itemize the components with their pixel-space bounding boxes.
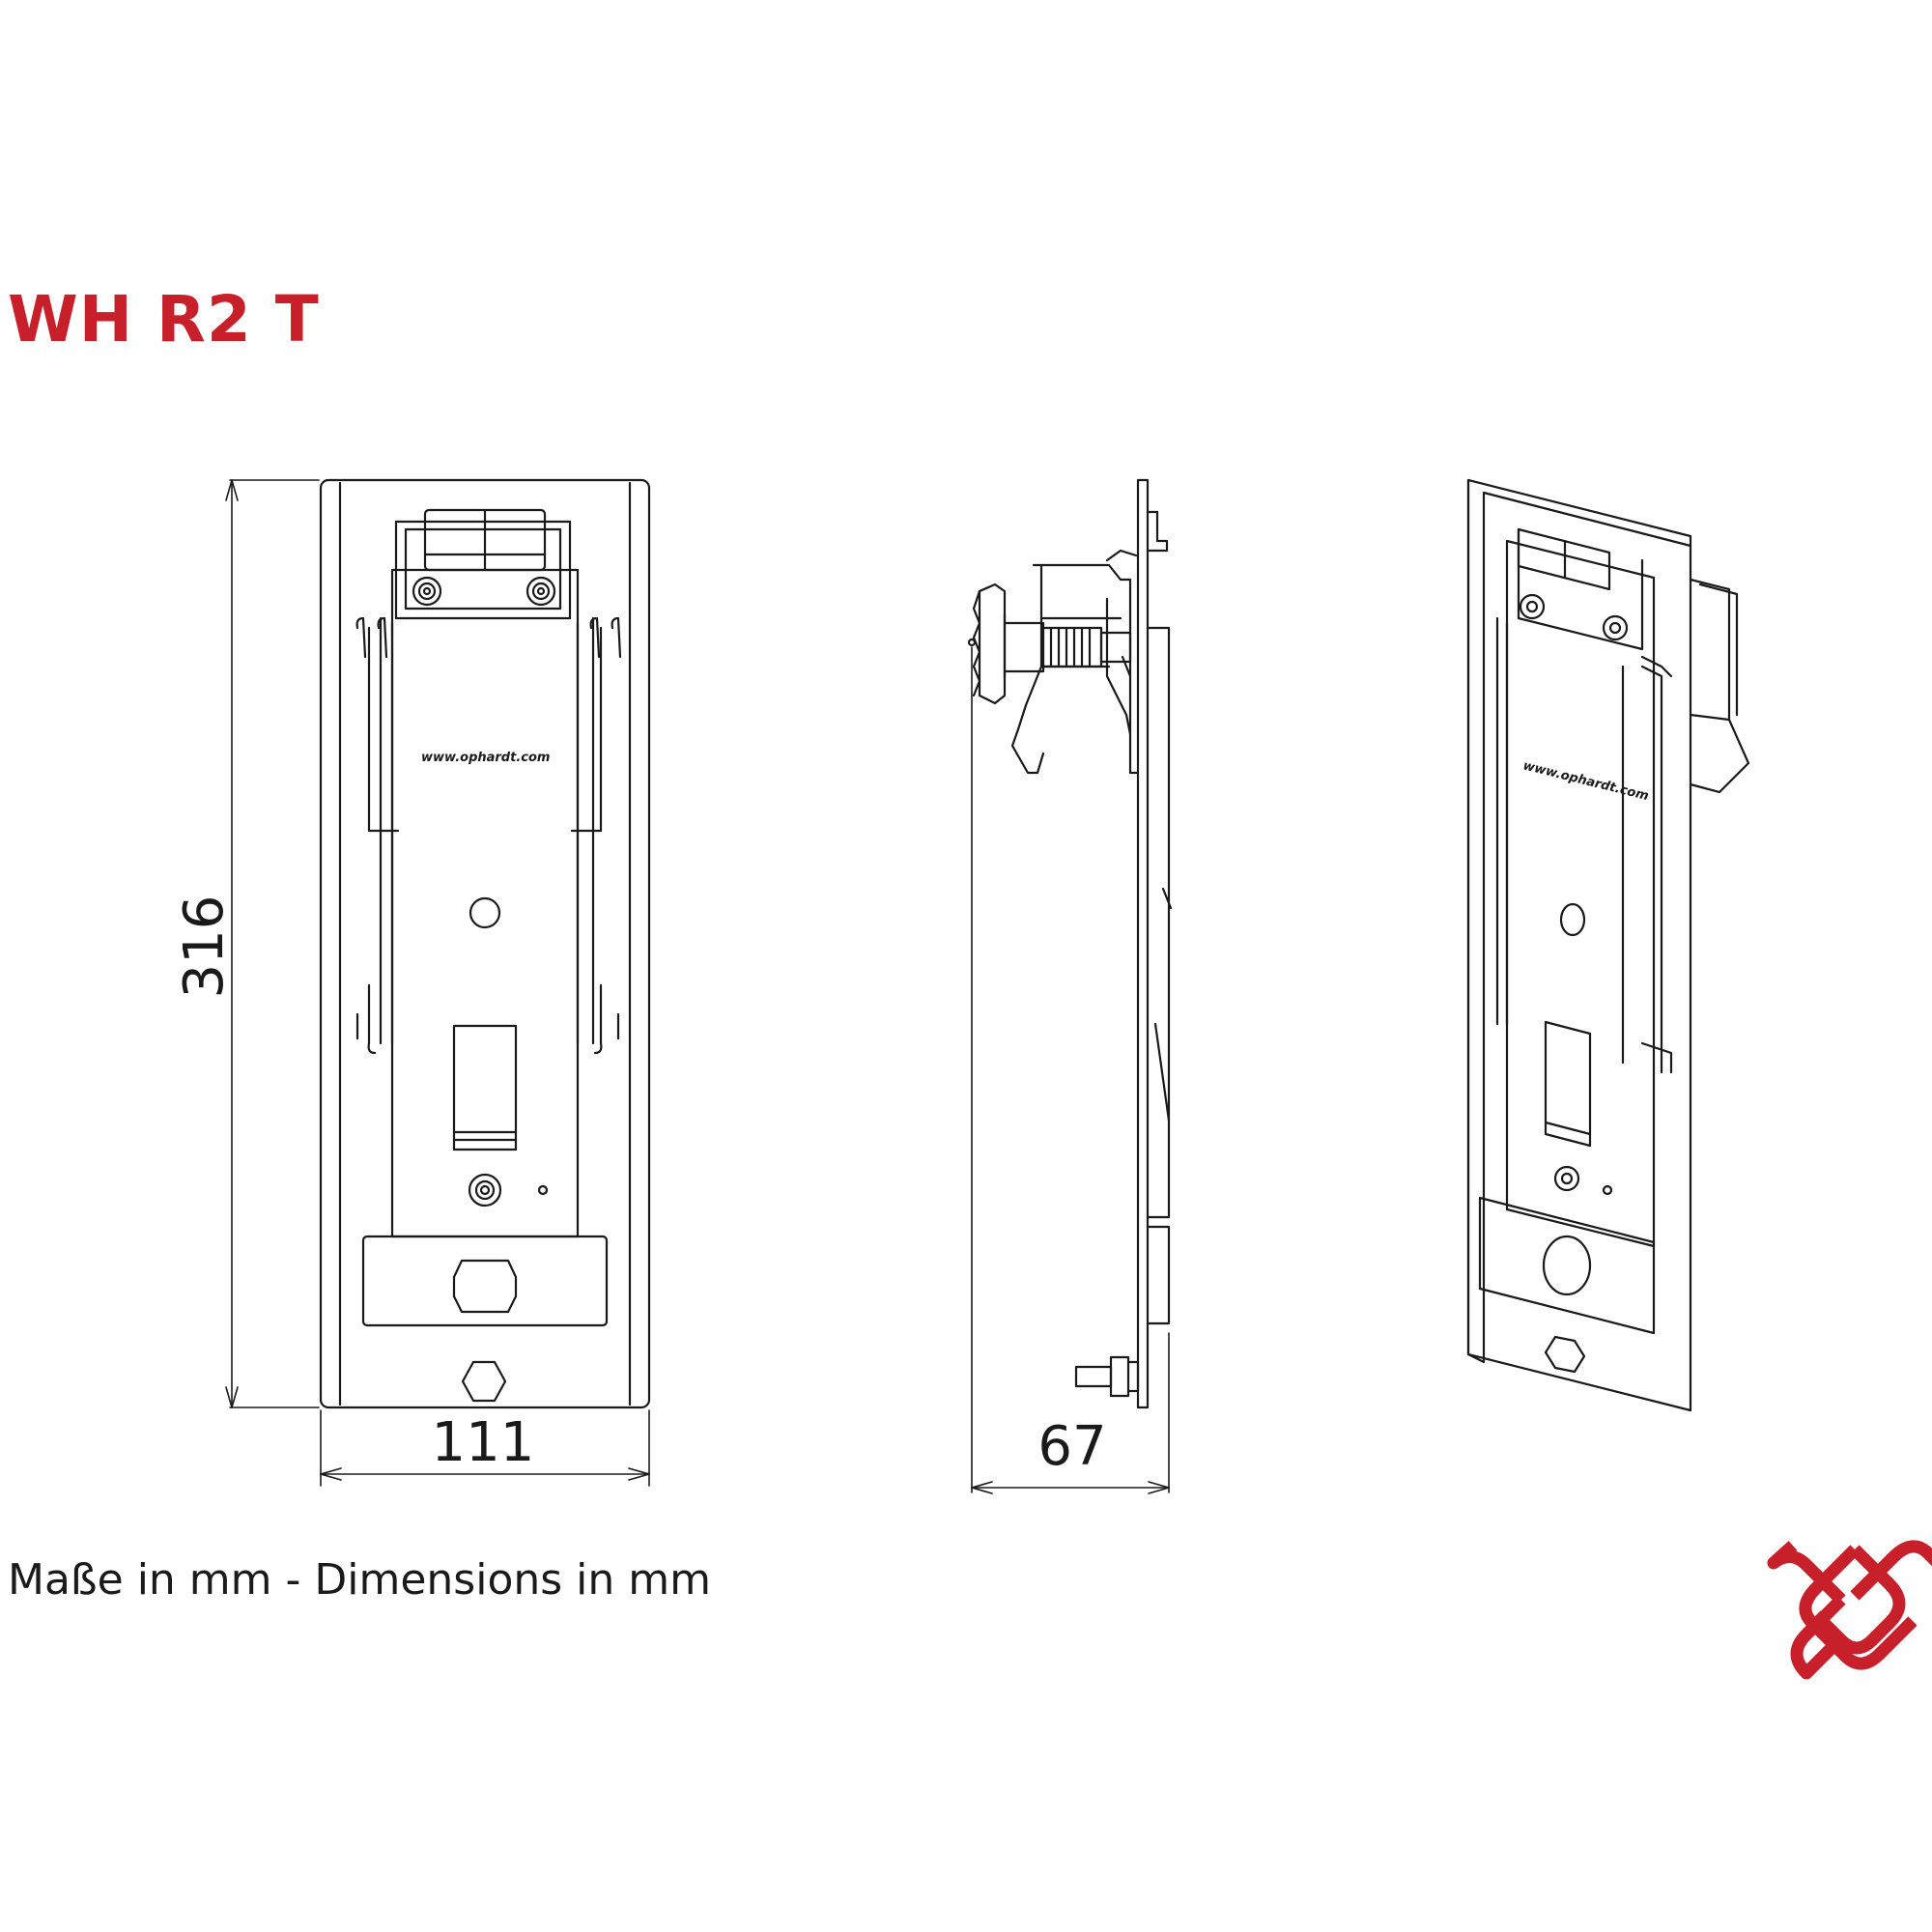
side-view [967, 478, 1173, 1409]
dimension-height-label: 316 [173, 895, 236, 999]
caption-dimensions-note: Maße in mm - Dimensions in mm [8, 1555, 711, 1605]
infinity-logo-icon [1767, 1540, 1932, 1680]
dimension-lines-front [225, 479, 650, 1487]
isometric-view [1466, 478, 1750, 1412]
product-title: WH R2 T [8, 282, 320, 356]
dimension-width-label: 111 [432, 1411, 535, 1474]
dimension-lines-side [971, 646, 1170, 1494]
plate-marking-front: www.ophardt.com [421, 751, 550, 765]
dimension-depth-label: 67 [1037, 1415, 1106, 1478]
front-view [319, 478, 651, 1409]
plate-marking-iso: www.ophardt.com [1521, 758, 1650, 804]
